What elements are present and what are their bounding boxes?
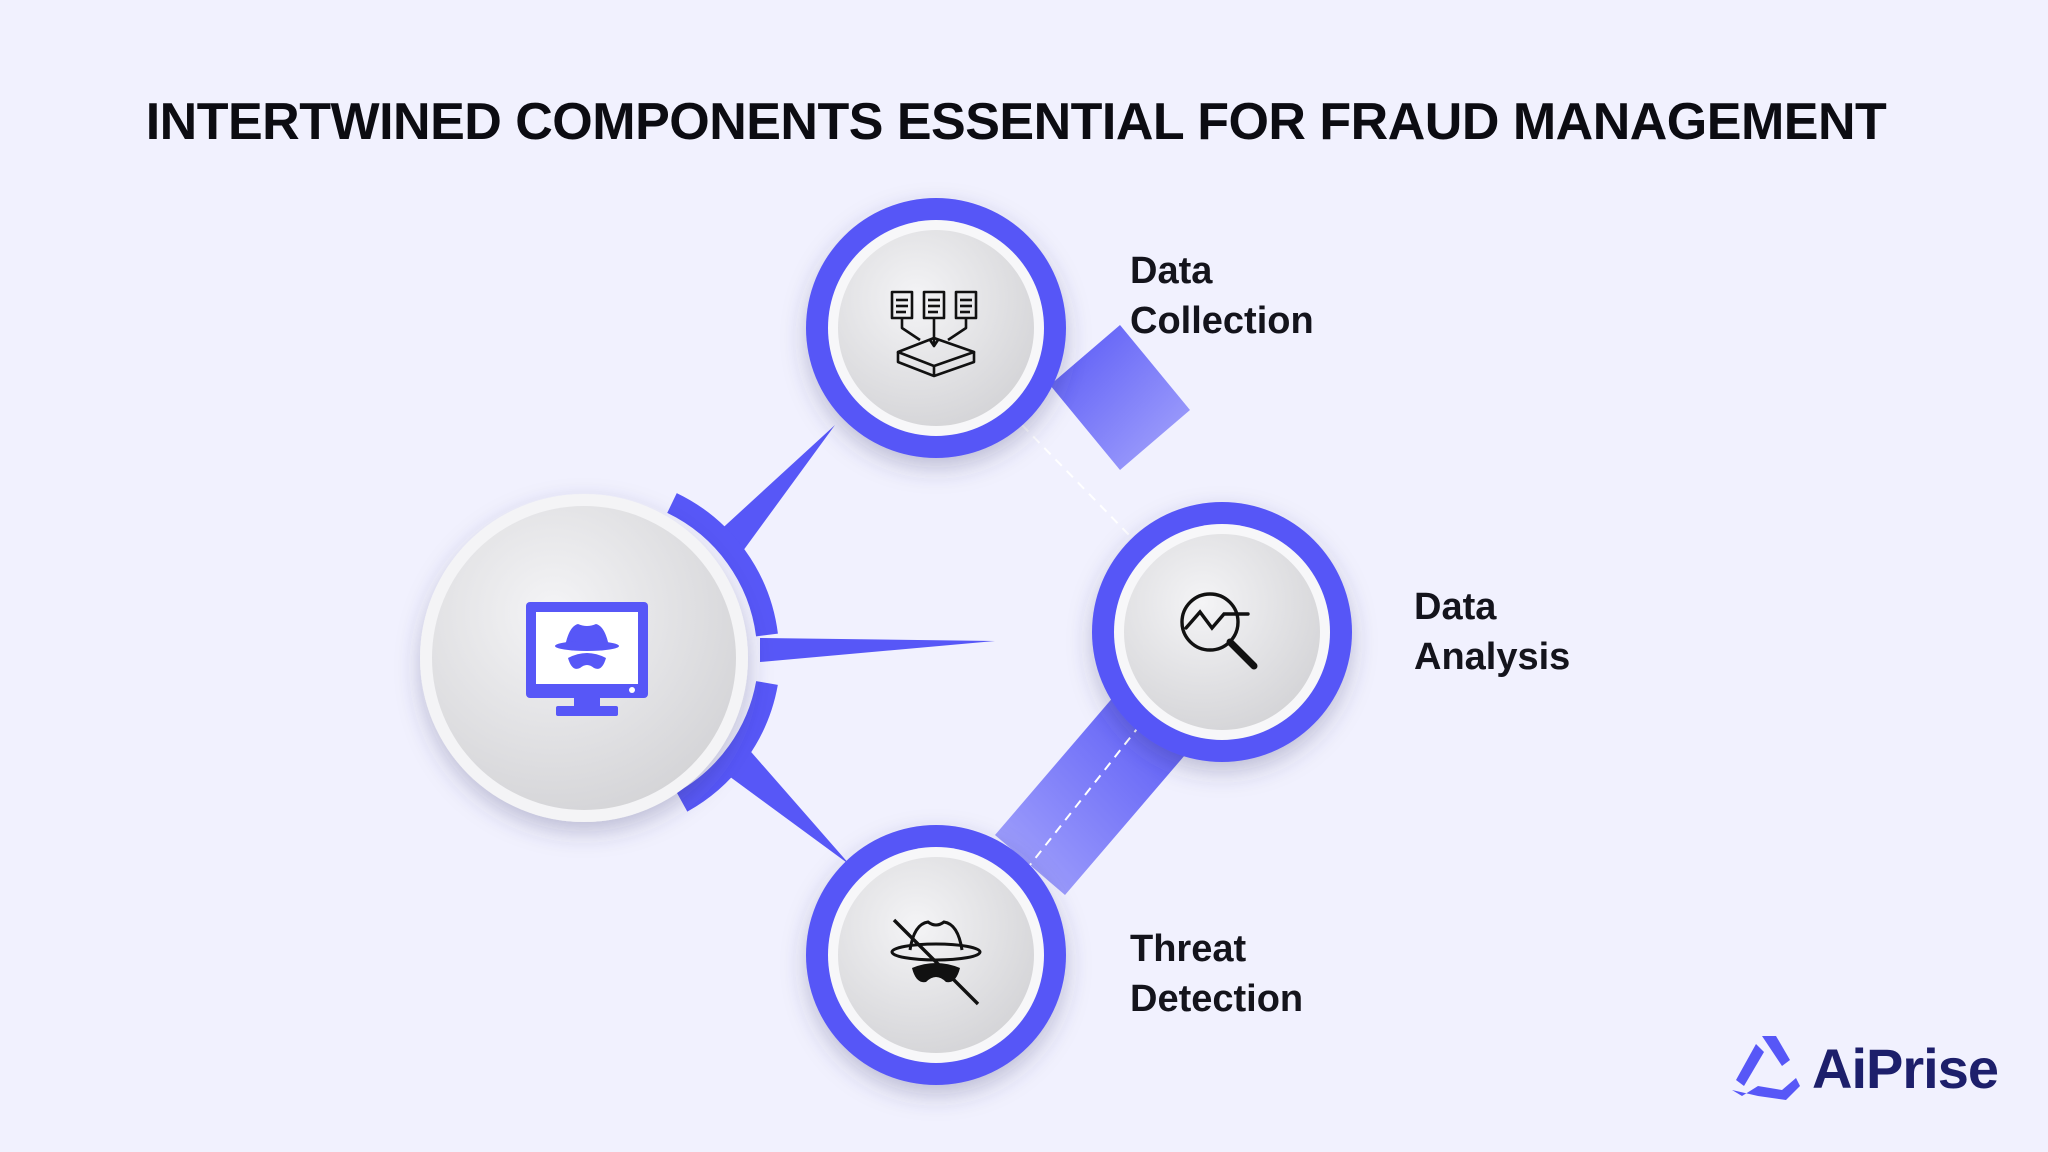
hub-ring-arc-top — [667, 493, 778, 637]
monitor-spy-icon — [526, 602, 648, 716]
node-threat-detection-circle — [806, 825, 1066, 1085]
page-title: INTERTWINED COMPONENTS ESSENTIAL FOR FRA… — [145, 93, 1887, 151]
hub-spike-up — [715, 425, 835, 555]
label-data-analysis: Data Analysis — [1414, 586, 1571, 678]
brand-logo: AiPrise — [1728, 1030, 2008, 1106]
data-collection-icon — [890, 290, 978, 378]
hub-ring-arc-bottom — [676, 680, 778, 812]
node-data-collection-circle — [806, 198, 1066, 458]
hub-spike-down — [718, 745, 850, 865]
connector-dash-1 — [1021, 424, 1133, 539]
label-threat-detection: Threat Detection — [1130, 928, 1304, 1020]
connector-analysis-threat — [995, 695, 1185, 895]
node-data-analysis-circle — [1092, 502, 1352, 762]
brand-name: AiPrise — [1812, 1037, 1999, 1100]
aiprise-logo-icon — [1732, 1036, 1800, 1100]
hub-spike-middle — [760, 638, 995, 662]
label-data-collection: Data Collection — [1130, 250, 1314, 342]
connector-collection-analysis — [1050, 325, 1190, 470]
no-spy-icon — [890, 918, 982, 1006]
connector-dash-2 — [1029, 724, 1141, 866]
magnifier-chart-icon — [1180, 592, 1258, 670]
